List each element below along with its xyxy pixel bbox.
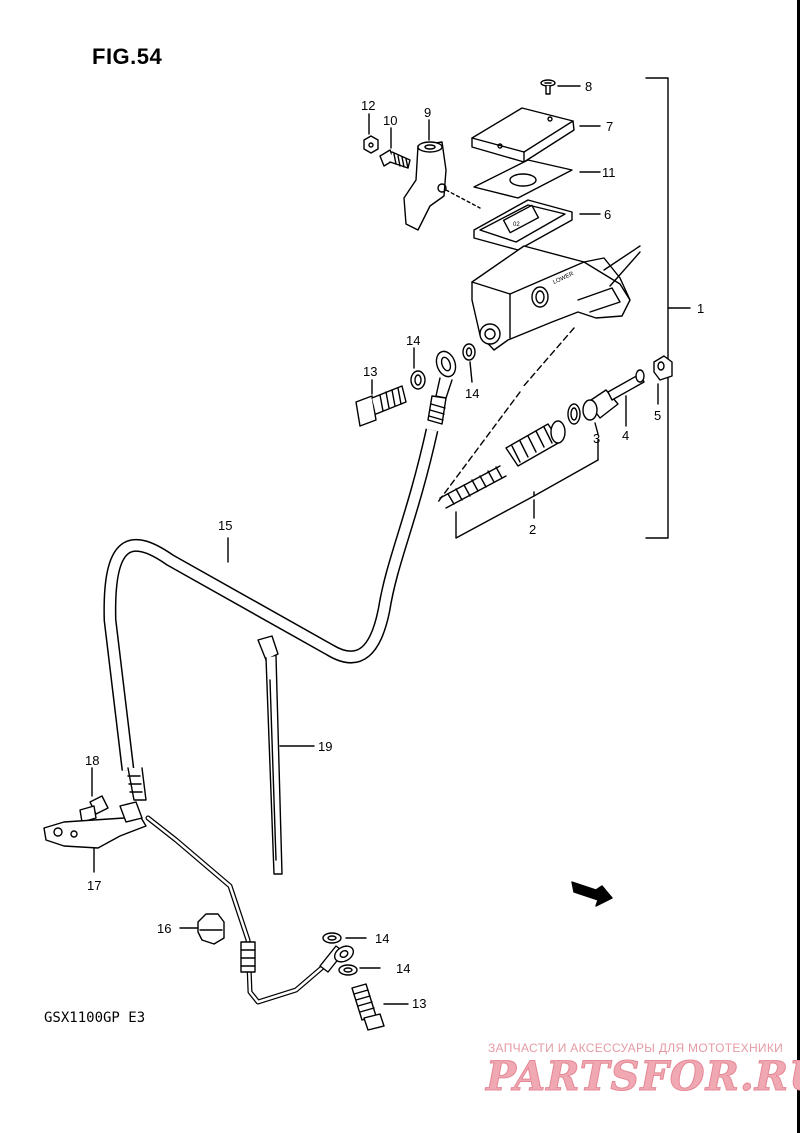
callout-14-lower-b: 14: [396, 961, 410, 976]
bolt-10: [379, 127, 411, 169]
assembly-bracket-1: [645, 77, 691, 539]
callout-labels: 1 2 3 4 5 6 7 8 9 10 11 12 13 13 14 14 1…: [85, 79, 704, 1011]
cable-tie-19: [257, 635, 315, 875]
callout-9: 9: [424, 105, 431, 120]
reservoir-cap-7: [471, 107, 601, 163]
nut-12: [363, 113, 379, 154]
washer-14-lower-a: [322, 932, 367, 944]
figure-title: FIG.54: [92, 44, 163, 69]
washer-14-lower-b: [338, 964, 381, 976]
banjo-bolt-13-top: [355, 379, 407, 427]
banjo-bolt-13-lower: [351, 983, 409, 1031]
callout-7: 7: [606, 119, 613, 134]
pushrod-4: [607, 369, 645, 427]
callout-14-top-right: 14: [465, 386, 479, 401]
callout-6: 6: [604, 207, 611, 222]
callout-13-lower: 13: [412, 996, 426, 1011]
washer-14-top-right: [462, 343, 476, 383]
forward-direction-badge: FWD: [571, 881, 613, 907]
watermark-caption: ЗАПЧАСТИ И АКСЕССУАРЫ ДЛЯ МОТОТЕХНИКИ: [488, 1041, 784, 1055]
callout-3: 3: [593, 431, 600, 446]
diaphragm-6: 02: [473, 199, 601, 251]
callout-14-lower-a: 14: [375, 931, 389, 946]
callout-14-top-left: 14: [406, 333, 420, 348]
screw-8: [540, 79, 581, 95]
master-cylinder-body: LOWER: [471, 245, 641, 351]
washer-14-top-left: [410, 347, 426, 390]
callout-18: 18: [85, 753, 99, 768]
grommet-16: [179, 913, 225, 945]
callout-8: 8: [585, 79, 592, 94]
diaphragm-plate-11: [473, 159, 601, 199]
callout-4: 4: [622, 428, 629, 443]
model-designation: GSX1100GP E3: [44, 1010, 146, 1026]
watermark-logo: PARTSFOR.RU: [486, 1053, 800, 1101]
callout-5: 5: [654, 408, 661, 423]
callout-15: 15: [218, 518, 232, 533]
callout-19: 19: [318, 739, 332, 754]
hose-bracket-17: [43, 801, 147, 873]
callout-2: 2: [529, 522, 536, 537]
callout-10: 10: [383, 113, 397, 128]
handlebar-clamp-9: [403, 119, 481, 231]
callout-16: 16: [157, 921, 171, 936]
piston-spring-set-2: [439, 420, 599, 539]
cap-embossed-text: 02: [513, 222, 520, 228]
callout-12: 12: [361, 98, 375, 113]
boot-5: [653, 355, 673, 405]
bolt-18: [79, 767, 109, 823]
clutch-pipe-lower: [145, 815, 355, 1005]
callout-11: 11: [602, 165, 616, 180]
callout-1: 1: [697, 301, 704, 316]
clutch-hose-15: [103, 428, 439, 801]
callout-17: 17: [87, 878, 101, 893]
hose-banjo-fitting-top: [427, 350, 457, 425]
callout-13-top: 13: [363, 364, 377, 379]
